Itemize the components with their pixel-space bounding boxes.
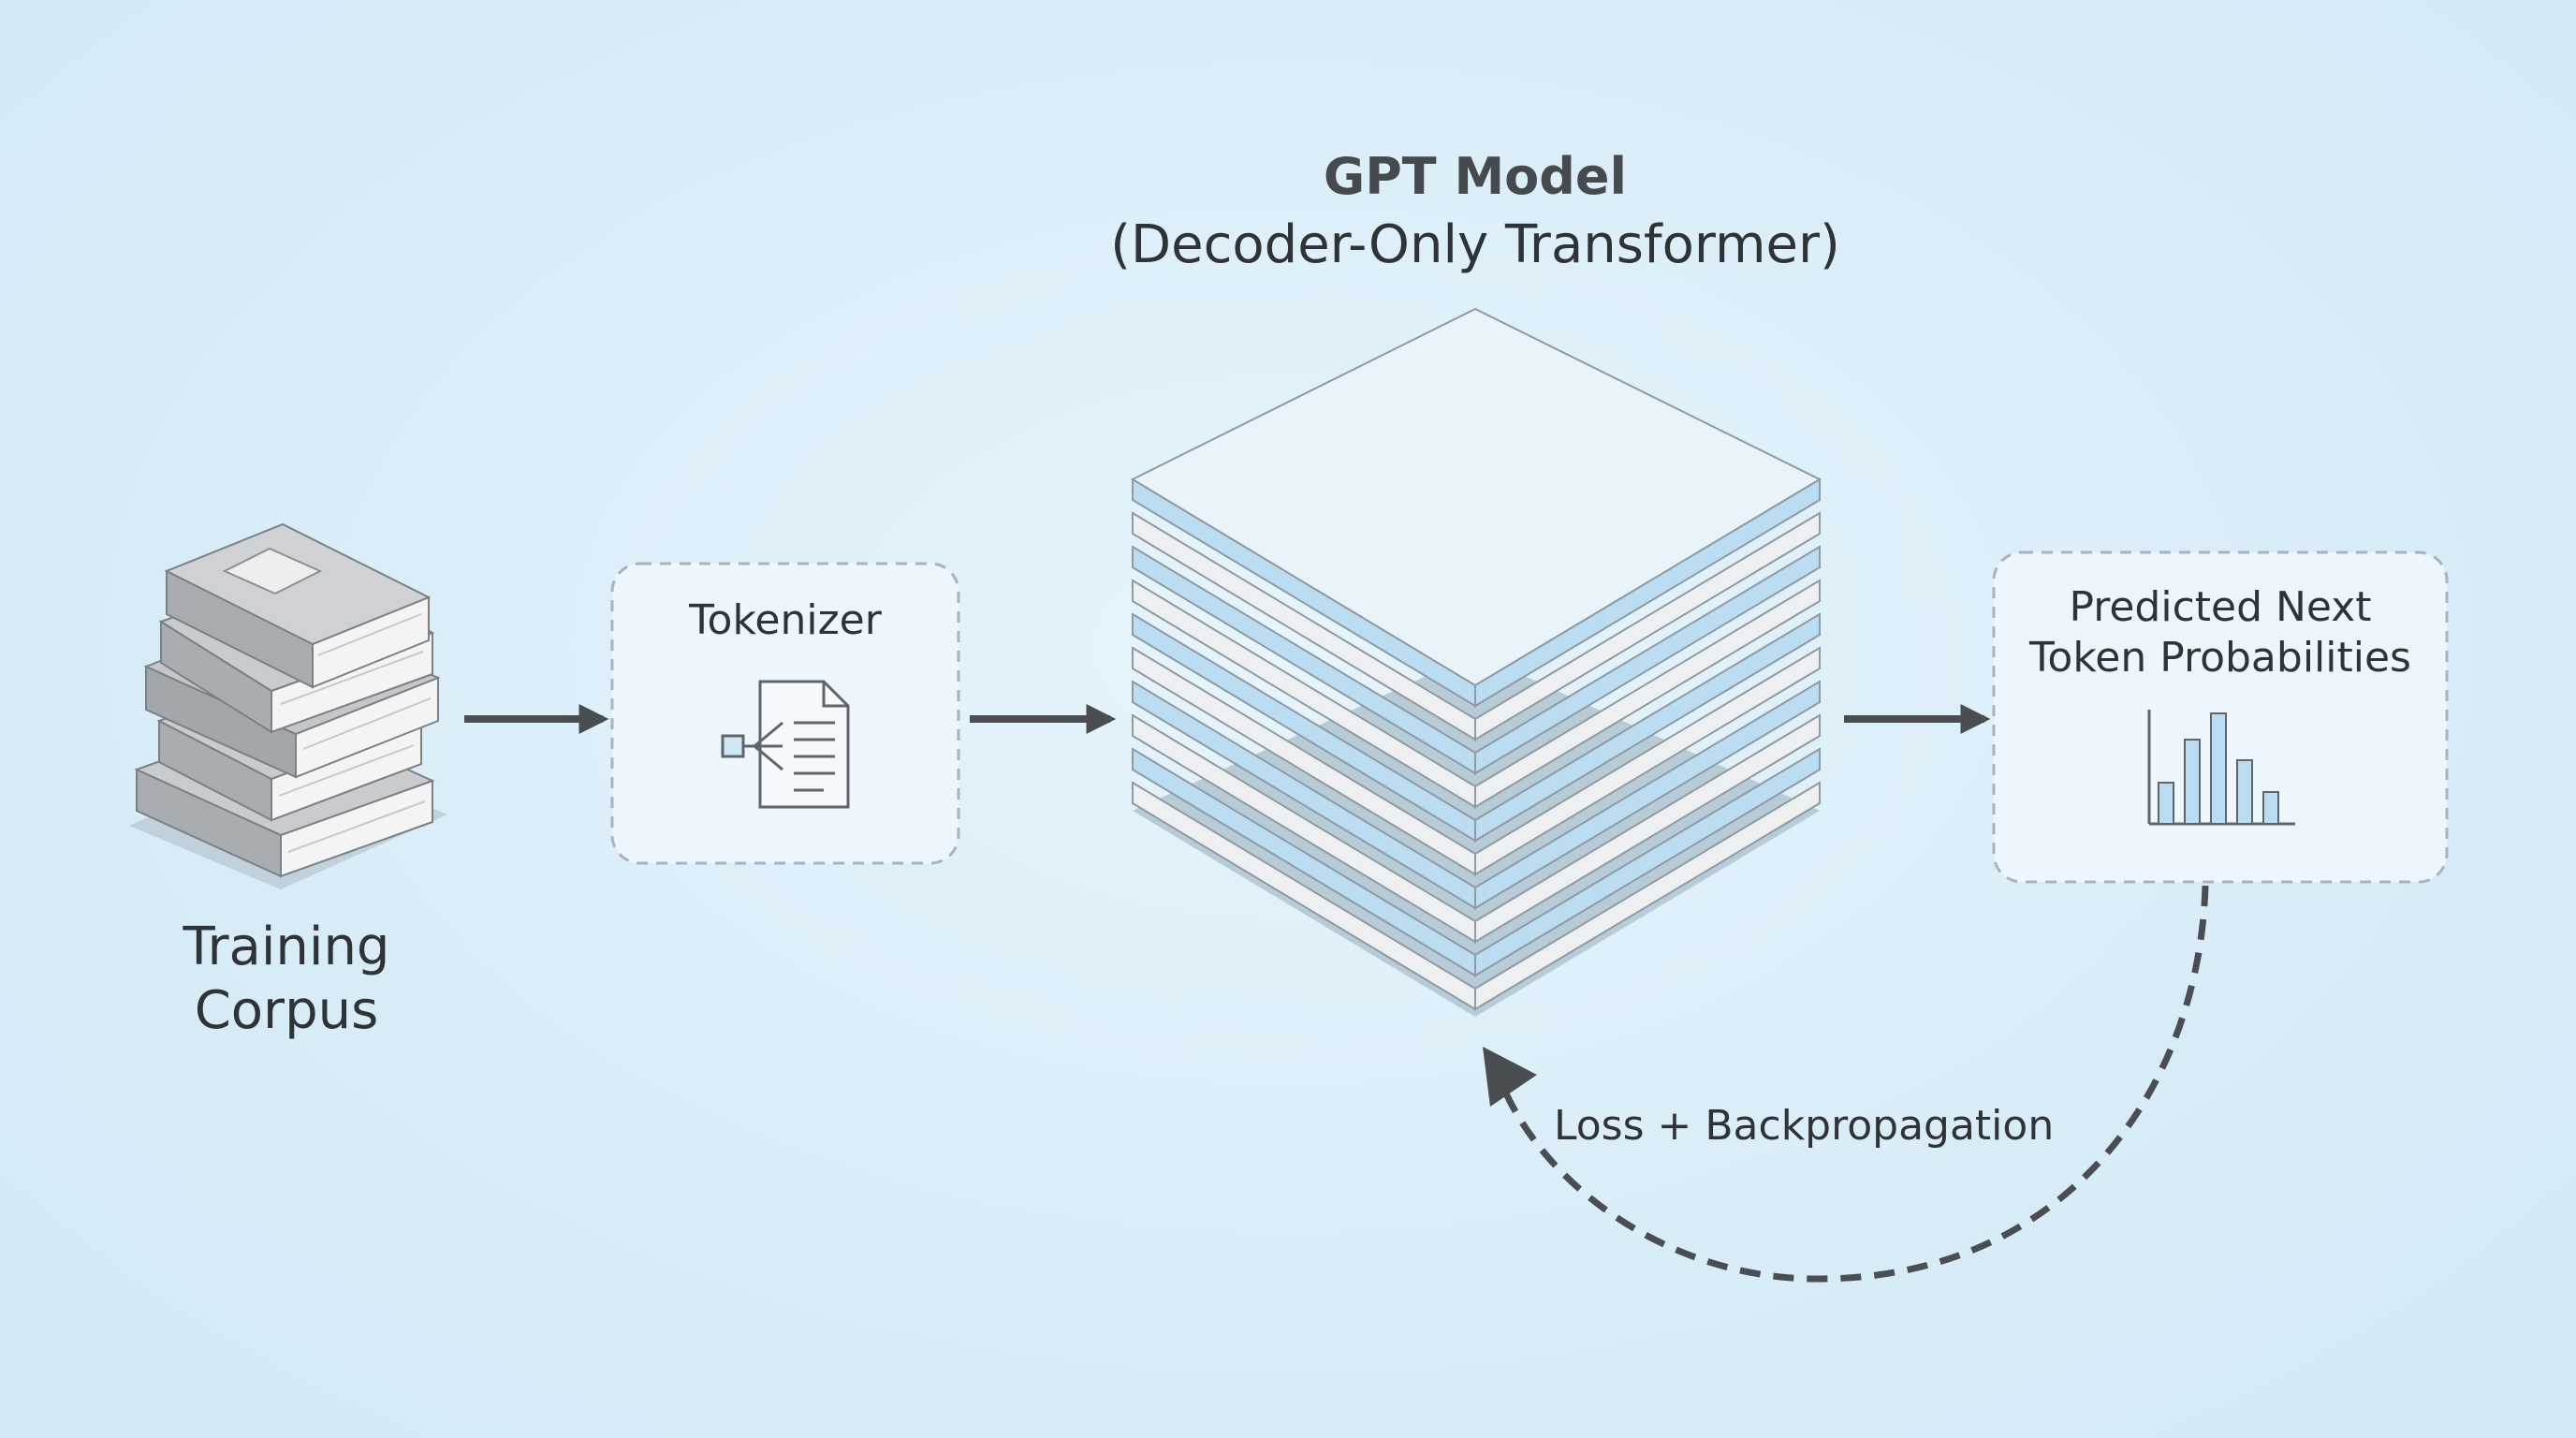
transformer-layer — [1132, 747, 1821, 977]
transformer-layer — [1132, 781, 1821, 1011]
transformer-layer — [1132, 545, 1821, 775]
document-split-icon — [721, 680, 850, 809]
backprop-loop-arrow — [1494, 885, 2209, 1283]
model-layer-stack — [1130, 307, 1822, 1017]
corpus-label: Training Corpus — [183, 917, 390, 1042]
model-subtitle: (Decoder-Only Transformer) — [1110, 214, 1840, 275]
transformer-layer — [1132, 713, 1821, 944]
transformer-layer — [1132, 680, 1821, 910]
bar-chart-icon — [2147, 710, 2295, 826]
loss-label: Loss + Backpropagation — [1554, 1102, 2055, 1150]
transformer-layer — [1132, 612, 1821, 843]
backprop-arrowhead — [1483, 1047, 1537, 1107]
tokenizer-label: Tokenizer — [689, 596, 882, 644]
prediction-label: Predicted Next Token Probabilities — [2029, 583, 2411, 682]
model-top-face — [1130, 307, 1822, 687]
transformer-layer — [1132, 646, 1821, 876]
model-title: GPT Model — [1323, 147, 1628, 206]
transformer-layer — [1132, 511, 1821, 741]
book-stack-icon — [129, 522, 447, 889]
transformer-layer — [1132, 579, 1821, 809]
